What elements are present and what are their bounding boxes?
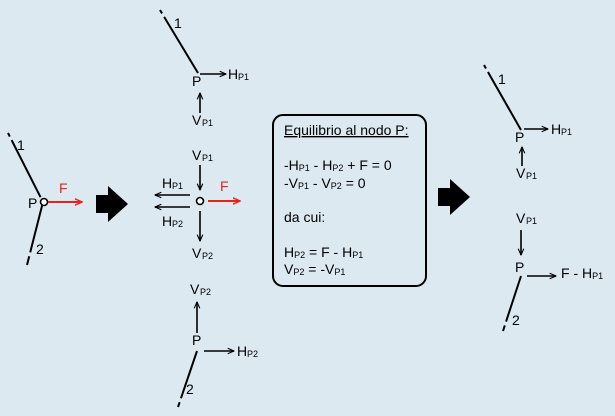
label-v: V <box>516 165 526 181</box>
label-sub-p2: P2 <box>247 349 258 359</box>
label-sub-p2: P2 <box>202 251 213 261</box>
label-sub-p2: P2 <box>172 219 183 229</box>
label-v: V <box>190 281 200 297</box>
label-h: H <box>228 66 238 82</box>
label-sub-p1: P1 <box>238 72 249 82</box>
label-node-p: P <box>515 259 524 275</box>
member-1-line <box>483 64 522 131</box>
label-member-1: 1 <box>174 15 182 31</box>
label-member-1: 1 <box>498 71 506 87</box>
label-node-p: P <box>28 195 37 211</box>
label-force-f: F <box>220 178 229 194</box>
node-p-circle <box>39 197 49 207</box>
label-sub-p1: P1 <box>526 171 537 181</box>
label-node-p: P <box>192 73 201 89</box>
member-2-line <box>502 275 522 332</box>
result-member-1: 1 P H P1 V P1 <box>483 64 572 181</box>
equilibrium-box: Equilibrio al nodo P: -HP1 - HP2 + F = 0… <box>272 114 427 287</box>
label-force-f: F <box>59 180 68 196</box>
equilibrium-box-frame <box>272 114 427 287</box>
label-sub-p1: P1 <box>561 127 572 137</box>
equilibrium-title: Equilibrio al nodo P: <box>284 122 409 138</box>
label-v: V <box>516 210 526 226</box>
result-2: VP2 = -VP1 <box>284 261 345 277</box>
member-2 <box>26 201 44 266</box>
equation-1: -HP1 - HP2 + F = 0 <box>284 157 392 173</box>
original-node: 1 2 P F <box>7 132 82 266</box>
member-1-free-body: 1 P H P1 V P1 <box>159 9 249 128</box>
label-sub-p1: P1 <box>526 216 537 226</box>
equation-2: -VP1 - VP2 = 0 <box>284 175 366 191</box>
label-v: V <box>192 147 202 163</box>
label-node-p: P <box>192 332 201 348</box>
label-member-1: 1 <box>17 137 25 153</box>
node-p-circle <box>195 196 205 206</box>
right-arrow-icon <box>438 179 470 215</box>
member-1-line <box>159 9 199 74</box>
member-2-line <box>177 350 198 408</box>
label-member-2: 2 <box>186 381 194 397</box>
label-member-2: 2 <box>512 312 520 328</box>
result-1: HP2 = F - HP1 <box>284 244 363 260</box>
label-f-minus-h: F - HP1 <box>561 265 603 281</box>
label-h: H <box>237 343 247 359</box>
label-member-2: 2 <box>36 241 44 257</box>
label-sub-p1: P1 <box>172 181 183 191</box>
member-2-free-body: V P2 P H P2 2 <box>177 281 258 408</box>
label-h: H <box>551 121 561 137</box>
label-h: H <box>162 175 172 191</box>
label-sub-p1: P1 <box>202 153 213 163</box>
right-arrow-icon <box>96 186 128 222</box>
node-free-body: V P1 F H P1 H P2 V P2 <box>155 147 240 261</box>
result-member-2: V P1 P F - HP1 2 <box>502 210 603 332</box>
label-sub-p1: P1 <box>202 118 213 128</box>
da-cui-label: da cui: <box>284 209 325 225</box>
label-sub-p2: P2 <box>200 287 211 297</box>
member-1 <box>7 132 44 203</box>
label-node-p: P <box>515 129 524 145</box>
label-v: V <box>192 245 202 261</box>
label-v: V <box>192 112 202 128</box>
label-h: H <box>162 213 172 229</box>
